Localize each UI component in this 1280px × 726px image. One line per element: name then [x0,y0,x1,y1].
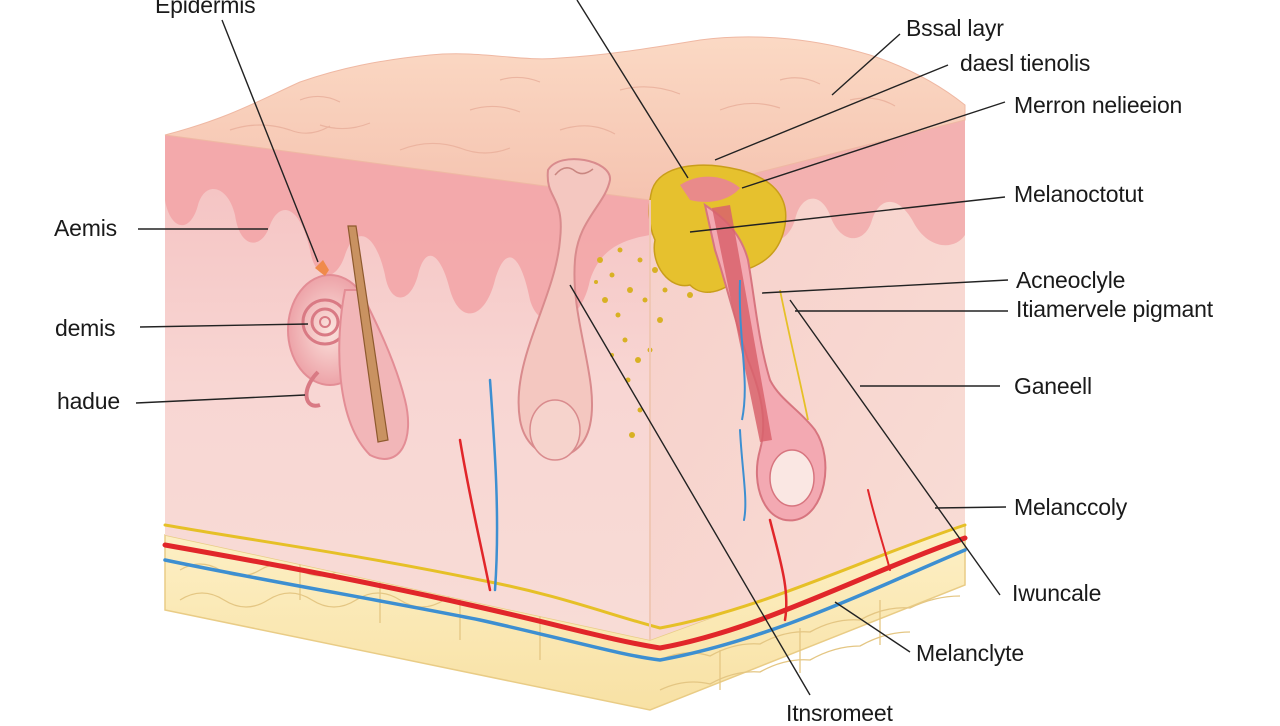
leader-basal-layer [831,33,901,96]
label-melanccoly: Melanccoly [1014,494,1128,520]
leader-hadue [135,394,306,404]
label-hadue: hadue [57,388,120,414]
label-basal-layer: Bssal layr [906,15,1004,41]
label-epidermis: Epidermis [155,0,256,18]
label-aemis: Aemis [54,215,117,241]
leader-merron-nelieeion [741,101,1006,189]
label-melanclyte: Melanclyte [916,640,1024,666]
leader-daesl-tienolis [714,64,949,161]
leader-demis [139,323,309,328]
blood-vessels [162,378,968,662]
leader-top-center [576,0,689,179]
leader-acneoclyle [761,279,1009,294]
label-itiamervele-pigmant: Itiamervele pigmant [1016,296,1213,322]
label-melanoctotut: Melanoctotut [1014,181,1144,207]
leader-melanccoly [934,506,1007,509]
hair-follicle-center [517,158,612,461]
label-daesl-tienolis: daesl tienolis [960,50,1091,76]
label-itnsromeet: Itnsromeet [786,700,893,726]
skin-surface-texture [229,76,896,154]
leader-itnsromeet [569,284,811,696]
leader-epidermis [221,19,319,263]
leader-iwuncale [789,299,1001,596]
label-demis: demis [55,315,116,341]
leader-lines [135,0,1009,696]
skin-surface-top [164,36,966,201]
leader-melanclyte [834,601,911,653]
hair-follicle-right [703,202,827,522]
label-acneoclyle: Acneoclyle [1016,267,1126,293]
label-ganeell: Ganeell [1014,373,1092,399]
leader-melanoctotut [689,196,1006,233]
label-merron-nelieeion: Merron nelieeion [1014,92,1183,118]
label-iwuncale: Iwuncale [1012,580,1102,606]
hair-follicle-left [338,225,410,460]
